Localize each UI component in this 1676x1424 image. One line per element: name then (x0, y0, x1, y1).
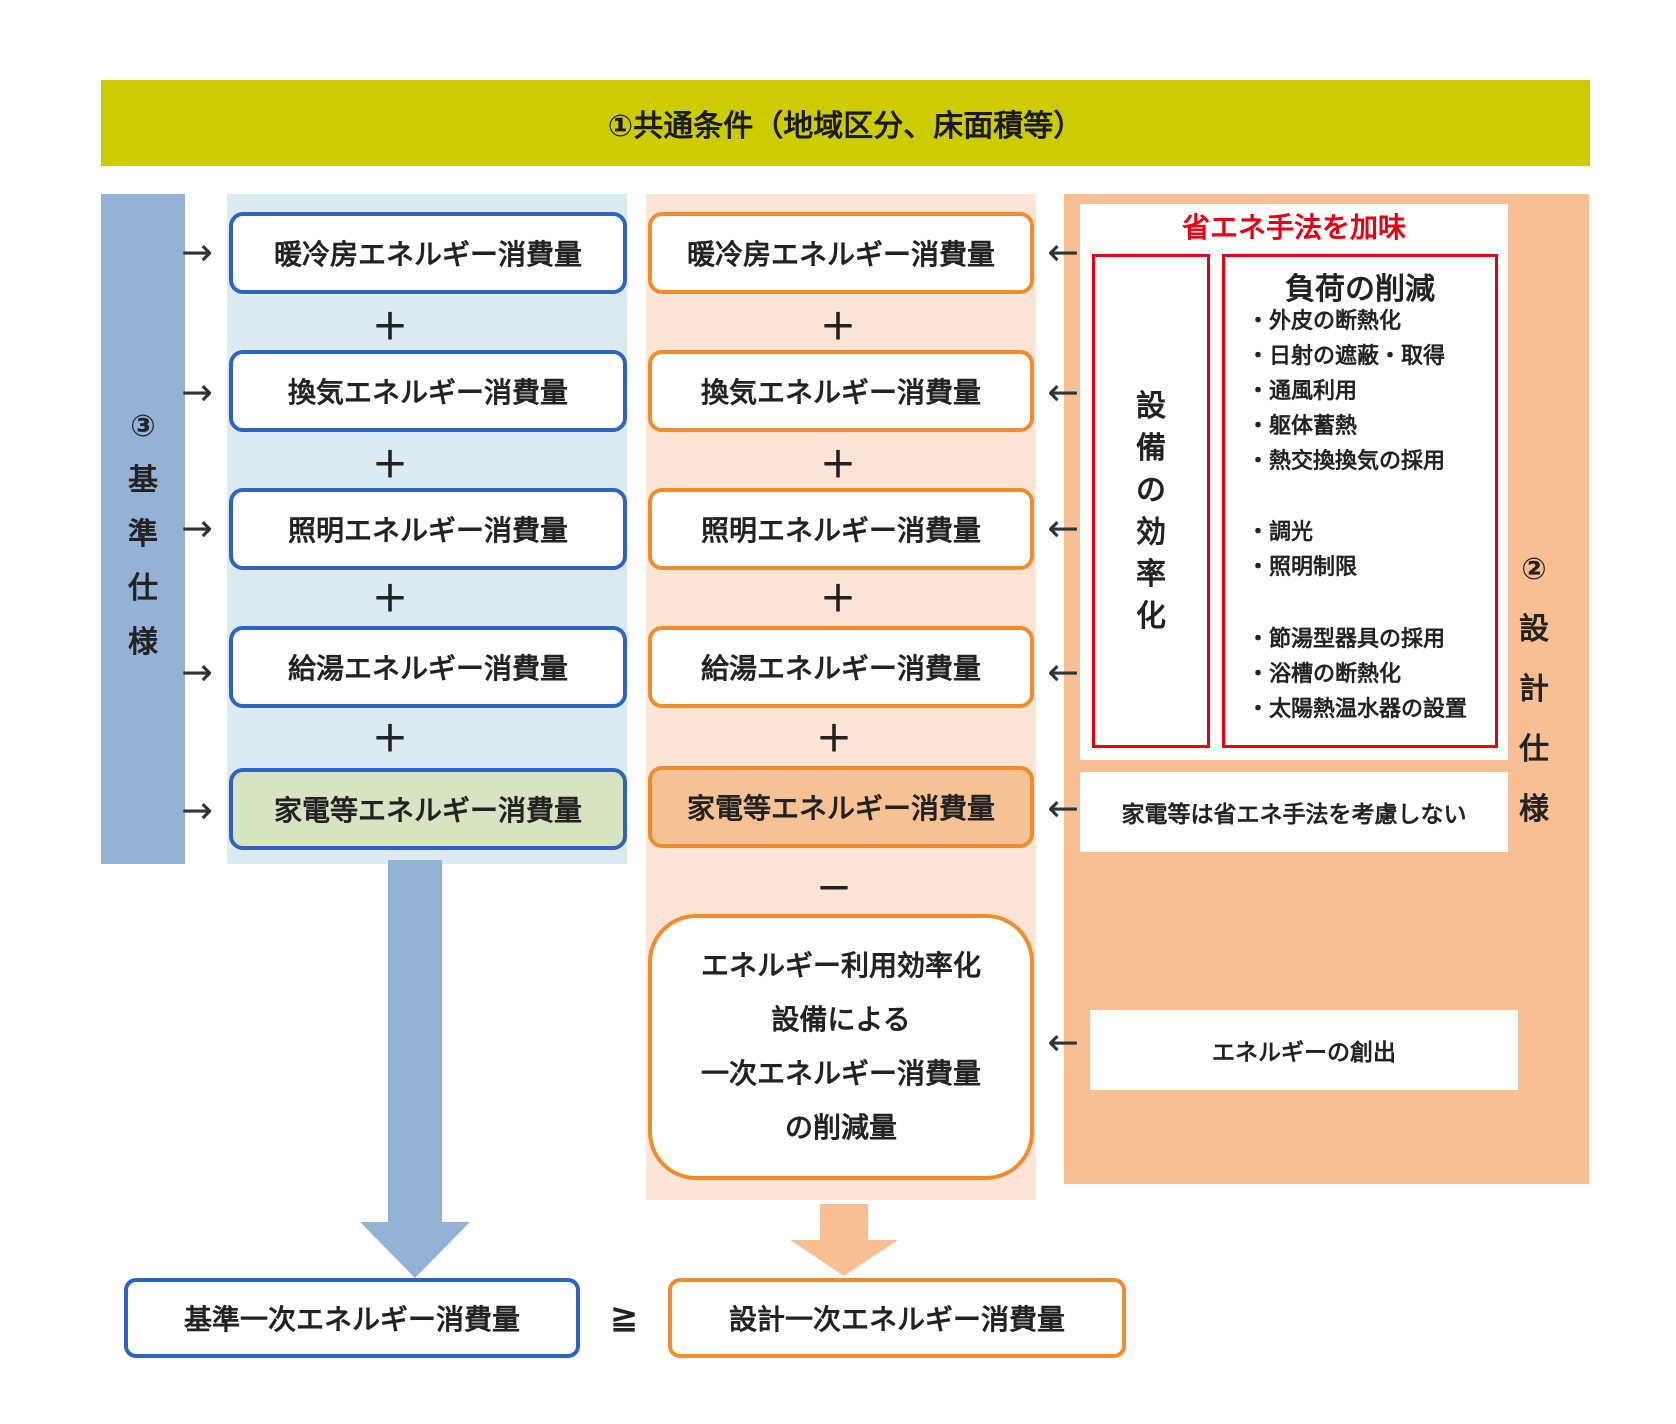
design-ventilation-box: 換気エネルギー消費量 (648, 350, 1034, 432)
reduction-line: の削減量 (784, 1111, 897, 1144)
box-label: 給湯エネルギー消費量 (700, 652, 981, 685)
arrow-right-icon: → (181, 650, 213, 694)
common-conditions-header: ①共通条件（地域区分、床面積等） (101, 80, 1590, 166)
design-hot-water-box: 給湯エネルギー消費量 (648, 626, 1034, 708)
energy-creation-note: エネルギーの創出 (1090, 1010, 1518, 1090)
list-item: ・節湯型器具の採用 (1247, 627, 1446, 652)
vertical-char: 設 (1136, 389, 1166, 424)
design-spec-label: ② 設 計 仕 様 (1504, 540, 1564, 840)
box-label: 給湯エネルギー消費量 (287, 652, 568, 685)
box-label: 暖冷房エネルギー消費量 (273, 238, 582, 271)
design-down-arrow-icon (790, 1204, 898, 1276)
standard-ventilation-box: 換気エネルギー消費量 (229, 350, 627, 432)
lighting-list: ・調光 ・照明制限 (1247, 515, 1497, 585)
design-lighting-box: 照明エネルギー消費量 (648, 488, 1034, 570)
arrow-left-icon: ← (1047, 1020, 1079, 1064)
vertical-char: 率 (1136, 557, 1166, 592)
standard-spec-label: ③ 基 準 仕 様 (101, 400, 185, 660)
load-reduction-box (1222, 254, 1498, 748)
plus-operator: ＋ (371, 719, 408, 760)
arrow-right-icon: → (181, 230, 213, 274)
list-item: ・太陽熱温水器の設置 (1247, 697, 1468, 722)
arrow-left-icon: ← (1047, 786, 1079, 830)
arrow-right-icon: → (181, 506, 213, 550)
arrow-left-icon: ← (1047, 650, 1079, 694)
box-label: 照明エネルギー消費量 (287, 514, 568, 547)
standard-label-char: 準 (128, 517, 158, 552)
plus-operator: ＋ (371, 579, 408, 620)
box-label: 家電等エネルギー消費量 (273, 794, 582, 827)
energy-creation-text: エネルギーの創出 (1212, 1040, 1396, 1066)
greater-or-equal-operator: ≧ (609, 1297, 639, 1337)
design-label-char: 計 (1519, 672, 1549, 707)
box-label: 換気エネルギー消費量 (700, 376, 981, 409)
hot-water-list: ・節湯型器具の採用 ・浴槽の断熱化 ・太陽熱温水器の設置 (1247, 622, 1497, 727)
list-item: ・通風利用 (1247, 379, 1358, 404)
efficiency-reduction-box: エネルギー利用効率化 設備による 一次エネルギー消費量 の削減量 (648, 914, 1034, 1180)
vertical-char: 備 (1136, 431, 1166, 466)
design-label-char: 仕 (1519, 732, 1549, 767)
arrow-left-icon: ← (1047, 506, 1079, 550)
arrow-left-icon: ← (1047, 370, 1079, 414)
load-reduction-title: 負荷の削減 (1285, 272, 1435, 307)
list-item: ・日射の遮蔽・取得 (1247, 344, 1446, 369)
standard-heating-cooling-box: 暖冷房エネルギー消費量 (229, 212, 627, 294)
list-item: ・照明制限 (1247, 555, 1358, 580)
equipment-efficiency-label: 設 備 の 効 率 化 (1092, 386, 1210, 646)
minus-operator: － (815, 869, 852, 910)
design-label-char: ② (1521, 552, 1547, 587)
design-primary-energy-box: 設計一次エネルギー消費量 (668, 1278, 1126, 1358)
list-item: ・浴槽の断熱化 (1247, 662, 1402, 687)
arrow-right-icon: → (181, 788, 213, 832)
arrow-right-icon: → (181, 370, 213, 414)
list-item: ・外皮の断熱化 (1247, 309, 1402, 334)
reduction-line: 設備による (771, 1003, 911, 1036)
plus-operator: ＋ (371, 445, 408, 486)
box-label: 換気エネルギー消費量 (287, 376, 568, 409)
vertical-char: 効 (1136, 515, 1166, 550)
standard-primary-energy-label: 基準一次エネルギー消費量 (183, 1303, 520, 1336)
list-item: ・調光 (1247, 520, 1314, 545)
design-heating-cooling-box: 暖冷房エネルギー消費量 (648, 212, 1034, 294)
standard-down-arrow-icon (360, 860, 470, 1278)
plus-operator: ＋ (819, 307, 856, 348)
arrow-left-icon: ← (1047, 230, 1079, 274)
design-appliances-box: 家電等エネルギー消費量 (648, 766, 1034, 848)
vertical-char: の (1136, 473, 1166, 508)
standard-label-char: 仕 (128, 571, 158, 606)
equipment-efficiency-box (1092, 254, 1210, 748)
standard-label-char: ③ (130, 409, 156, 444)
standard-label-char: 様 (128, 625, 158, 660)
standard-primary-energy-box: 基準一次エネルギー消費量 (124, 1278, 580, 1358)
list-item: ・躯体蓄熱 (1247, 414, 1358, 439)
plus-operator: ＋ (819, 445, 856, 486)
load-reduction-list: ・外皮の断熱化 ・日射の遮蔽・取得 ・通風利用 ・躯体蓄熱 ・熱交換換気の採用 (1247, 304, 1497, 479)
box-label: 家電等エネルギー消費量 (686, 792, 995, 825)
box-label: 暖冷房エネルギー消費量 (686, 238, 995, 271)
list-item: ・熱交換換気の採用 (1247, 449, 1446, 474)
vertical-char: 化 (1136, 599, 1166, 634)
box-label: 照明エネルギー消費量 (700, 514, 981, 547)
plus-operator: ＋ (819, 579, 856, 620)
design-primary-energy-label: 設計一次エネルギー消費量 (728, 1303, 1065, 1336)
energy-saving-title-text: 省エネ手法を加味 (1181, 211, 1406, 244)
design-label-char: 様 (1519, 792, 1549, 827)
standard-lighting-box: 照明エネルギー消費量 (229, 488, 627, 570)
standard-label-char: 基 (128, 463, 158, 498)
design-label-char: 設 (1519, 612, 1549, 647)
standard-hot-water-box: 給湯エネルギー消費量 (229, 626, 627, 708)
standard-spec-bar (101, 194, 185, 864)
plus-operator: ＋ (815, 719, 852, 760)
standard-appliances-box: 家電等エネルギー消費量 (229, 768, 627, 850)
reduction-line: エネルギー利用効率化 (700, 949, 981, 982)
energy-saving-title: 省エネ手法を加味 (1080, 206, 1508, 246)
appliance-note: 家電等は省エネ手法を考慮しない (1080, 772, 1508, 852)
reduction-line: 一次エネルギー消費量 (700, 1057, 981, 1090)
plus-operator: ＋ (371, 307, 408, 348)
appliance-note-text: 家電等は省エネ手法を考慮しない (1121, 802, 1467, 828)
common-conditions-text: ①共通条件（地域区分、床面積等） (607, 109, 1084, 144)
